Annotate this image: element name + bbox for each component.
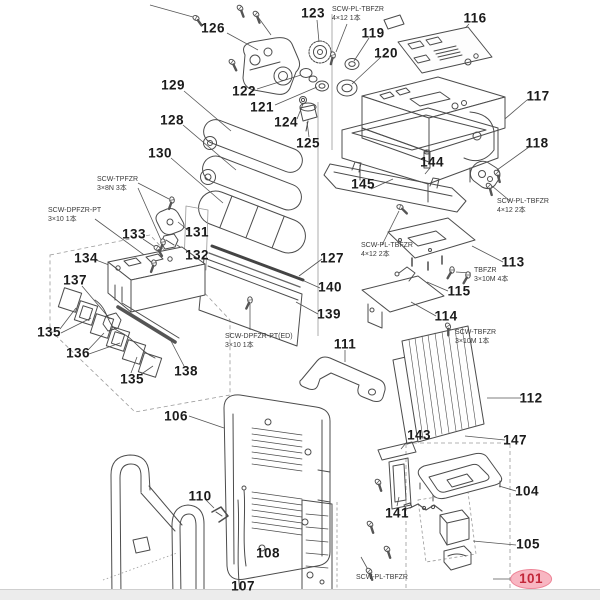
part-callout-139[interactable]: 139	[317, 306, 341, 322]
part-callout-127[interactable]: 127	[320, 250, 344, 266]
part-callout-101-highlighted[interactable]: 101	[510, 569, 552, 589]
part-callout-115[interactable]: 115	[447, 283, 471, 299]
part-callout-129[interactable]: 129	[161, 77, 185, 93]
part-callout-119[interactable]: 119	[361, 25, 385, 41]
part-callout-126[interactable]: 126	[201, 20, 225, 36]
part-callout-117[interactable]: 117	[526, 88, 550, 104]
motor-unit-126-art	[242, 37, 301, 95]
part-callout-113[interactable]: 113	[501, 254, 525, 270]
part-callout-112[interactable]: 112	[519, 390, 543, 406]
window-bottom-edge	[0, 589, 600, 600]
front-cover-art	[110, 454, 205, 599]
part-callout-120[interactable]: 120	[374, 45, 398, 61]
pcb-113-art	[361, 217, 476, 329]
part-callout-116[interactable]: 116	[463, 10, 487, 26]
part-callout-106[interactable]: 106	[164, 408, 188, 424]
part-callout-130[interactable]: 130	[148, 145, 172, 161]
part-callout-141[interactable]: 141	[385, 505, 409, 521]
part-callout-143[interactable]: 143	[407, 427, 431, 443]
part-callout-111[interactable]: 111	[333, 336, 357, 352]
handle-111-art	[299, 356, 386, 402]
body-shell-106-art	[223, 394, 331, 580]
part-callout-122[interactable]: 122	[232, 83, 256, 99]
panel-overlay-116-art	[397, 26, 493, 74]
part-callout-118[interactable]: 118	[525, 135, 549, 151]
part-callout-114[interactable]: 114	[434, 308, 458, 324]
part-callout-125[interactable]: 125	[296, 135, 320, 151]
part-callout-135-a[interactable]: 135	[37, 324, 61, 340]
part-callout-145[interactable]: 145	[351, 176, 375, 192]
pads-art	[57, 287, 180, 378]
adapter-105-art	[403, 502, 472, 571]
part-callout-140[interactable]: 140	[318, 279, 342, 295]
filter-112-art	[392, 325, 485, 445]
part-callout-104[interactable]: 104	[515, 483, 539, 499]
separation-plate-art	[198, 244, 305, 347]
screw-spec-8: SCW-PL-TBFZR	[356, 574, 408, 581]
part-callout-147[interactable]: 147	[503, 432, 527, 448]
parts-art	[57, 2, 506, 599]
part-callout-135-b[interactable]: 135	[120, 371, 144, 387]
part-callout-124[interactable]: 124	[274, 114, 298, 130]
part-callout-110[interactable]: 110	[188, 488, 212, 504]
part-callout-128[interactable]: 128	[160, 112, 184, 128]
part-callout-132[interactable]: 132	[185, 247, 209, 263]
part-callout-131[interactable]: 131	[185, 224, 209, 240]
tray-104-art	[417, 452, 503, 502]
part-callout-144[interactable]: 144	[420, 154, 444, 170]
part-callout-123[interactable]: 123	[301, 5, 325, 21]
control-panel-117-art	[361, 76, 506, 163]
rollers-art	[198, 119, 306, 254]
part-callout-133[interactable]: 133	[122, 226, 146, 242]
part-callout-107[interactable]: 107	[231, 578, 255, 594]
label-strip-art	[377, 441, 417, 510]
screw-spec-7: SCW-DPFZR-PT(ED)3×10 1本	[225, 333, 293, 349]
bracket-118-art	[469, 160, 501, 190]
gear-cluster-art	[299, 14, 405, 132]
part-callout-134[interactable]: 134	[74, 250, 98, 266]
part-callout-105[interactable]: 105	[516, 536, 540, 552]
part-callout-108[interactable]: 108	[256, 545, 280, 561]
part-callout-136[interactable]: 136	[66, 345, 90, 361]
part-callout-138[interactable]: 138	[174, 363, 198, 379]
part-callout-137[interactable]: 137	[63, 272, 87, 288]
rods-art	[211, 485, 247, 593]
part-callout-121[interactable]: 121	[250, 99, 274, 115]
